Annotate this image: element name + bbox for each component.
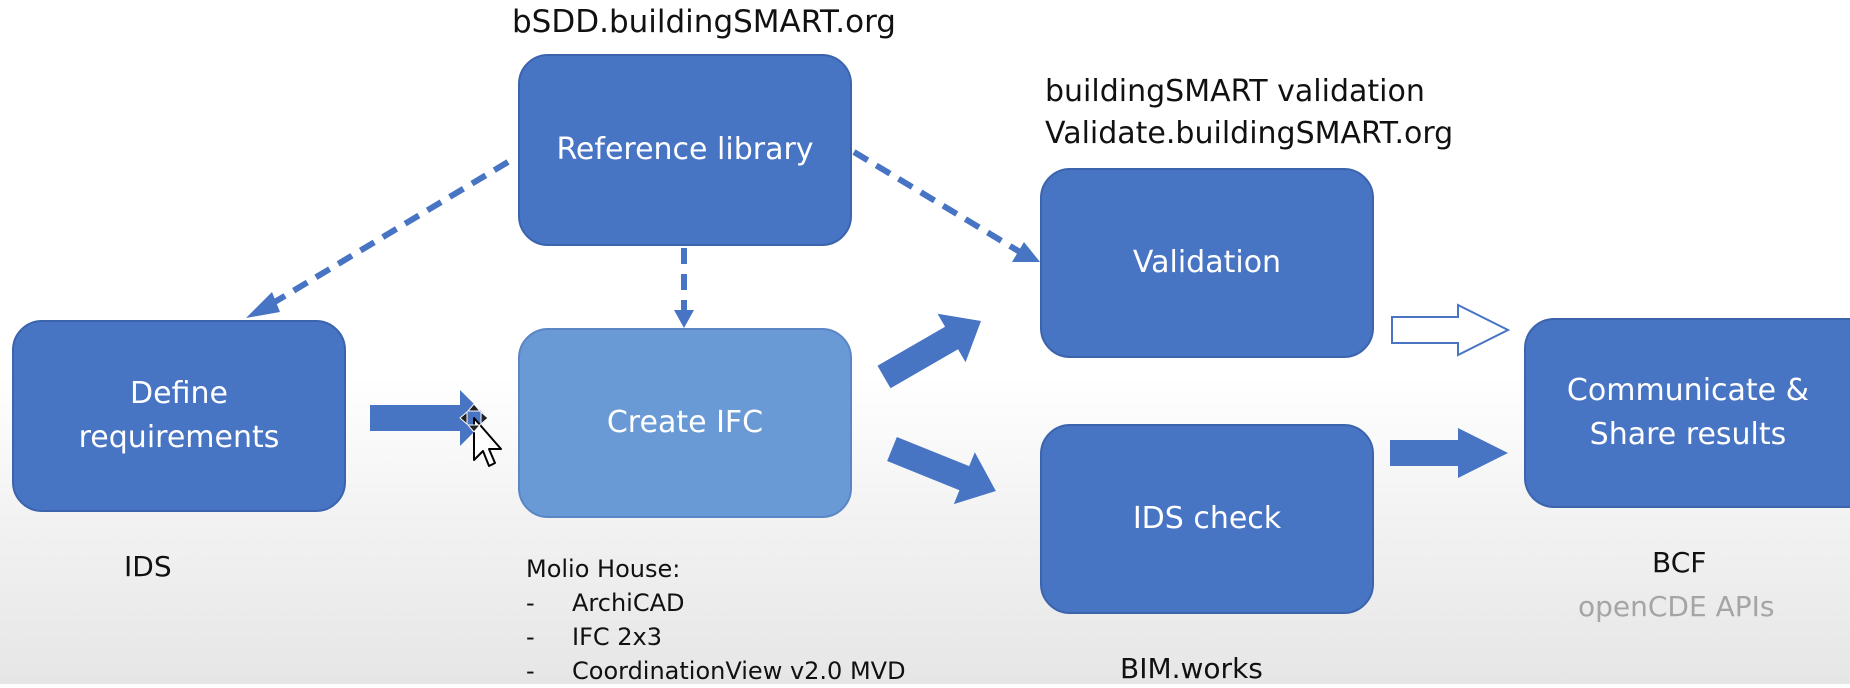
bsdd-label: bSDD.buildingSMART.org <box>512 4 896 40</box>
hollow-arrow-validation-to-communicate <box>1391 303 1511 357</box>
bullet: - <box>526 657 535 685</box>
molio-item: - IFC 2x3 <box>526 620 906 654</box>
dashed-arrow-to-validation <box>852 149 1040 262</box>
molio-house-list: Molio House: - ArchiCAD - IFC 2x3 - Coor… <box>526 552 906 688</box>
validate-url-label: Validate.buildingSMART.org <box>1045 116 1454 151</box>
communicate-label-line1: Communicate & <box>1566 373 1810 408</box>
ids-check-box: IDS check <box>1040 424 1374 614</box>
ids-check-label: IDS check <box>1132 501 1282 536</box>
ids-label: IDS <box>124 550 172 583</box>
validation-box: Validation <box>1040 168 1374 358</box>
bullet: - <box>526 623 535 651</box>
bullet: - <box>526 589 535 617</box>
molio-house-title: Molio House: <box>526 555 681 583</box>
reference-library-box: Reference library <box>518 54 852 246</box>
molio-item-ifc: IFC 2x3 <box>572 623 663 651</box>
reference-library-label: Reference library <box>556 132 814 167</box>
arrow-create-to-validation <box>877 313 981 389</box>
create-ifc-box: Create IFC <box>518 328 852 518</box>
create-ifc-label: Create IFC <box>606 405 764 440</box>
validation-label: Validation <box>1132 245 1282 280</box>
bs-validation-label: buildingSMART validation <box>1045 74 1425 109</box>
communicate-box: Communicate & Share results <box>1524 318 1850 508</box>
arrow-define-to-create <box>370 390 488 446</box>
define-requirements-box: Define requirements <box>12 320 346 512</box>
communicate-label-line2: Share results <box>1589 417 1787 452</box>
dashed-arrow-to-create-ifc <box>674 248 694 328</box>
arrow-ids-check-to-communicate <box>1390 428 1508 478</box>
define-requirements-label-line1: Define <box>130 376 228 411</box>
molio-item-mvd: CoordinationView v2.0 MVD <box>572 657 906 685</box>
dashed-arrow-to-define-requirements <box>246 159 510 318</box>
define-requirements-label-line2: requirements <box>78 420 280 455</box>
molio-item: - ArchiCAD <box>526 586 906 620</box>
arrow-create-to-ids-check <box>887 436 996 505</box>
molio-item-archicad: ArchiCAD <box>572 589 685 617</box>
bcf-label: BCF <box>1652 546 1707 579</box>
bimworks-label: BIM.works <box>1120 652 1263 685</box>
mouse-cursor-icon <box>459 404 502 467</box>
molio-item: - CoordinationView v2.0 MVD <box>526 654 906 688</box>
opencde-label: openCDE APIs <box>1578 590 1775 623</box>
